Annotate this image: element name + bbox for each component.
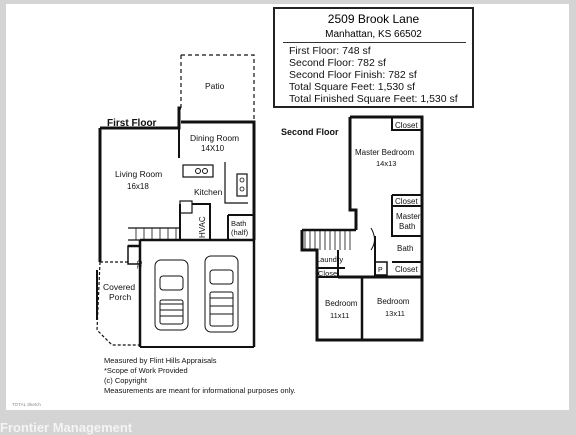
second-floor-plan (300, 115, 424, 342)
kitchen-island (182, 164, 214, 178)
master-bedroom-size: 14x13 (376, 159, 396, 168)
property-city: Manhattan, KS 66502 (325, 29, 422, 40)
stair-treads (135, 228, 177, 240)
bedroom-2-label: Bedroom (377, 297, 410, 306)
wall-south (300, 230, 424, 342)
closet-top-wall (391, 117, 422, 131)
hvac-bath-walls (179, 203, 254, 240)
first-floor-sqft: First Floor: 748 sf (289, 45, 371, 57)
closet-top-label: Closet (395, 121, 418, 130)
water-heater-icon (179, 200, 193, 214)
total-finished-sqft: Total Finished Square Feet: 1,530 sf (289, 93, 458, 105)
car-icon-2 (204, 255, 239, 333)
bath-half-label: Bath (231, 219, 246, 228)
bedroom-2-size: 13x11 (385, 309, 405, 318)
bedroom-1-size: 11x11 (330, 311, 349, 320)
kitchen-counter (224, 162, 248, 204)
measurement-notes: Measured by Flint Hills Appraisals *Scop… (104, 356, 296, 396)
garage-wall-east (140, 238, 256, 347)
master-bath-label-2: Bath (399, 222, 415, 231)
first-floor-plan (96, 54, 256, 348)
wall-north-east (181, 120, 256, 240)
master-bath-walls (391, 194, 422, 237)
note-line: Measured by Flint Hills Appraisals (104, 356, 217, 365)
closet-left-label: Closet (318, 269, 340, 278)
porch-outline (96, 261, 140, 346)
door-swing (370, 227, 375, 251)
burner-icon-2 (239, 186, 245, 192)
property-address: 2509 Brook Lane (327, 12, 420, 26)
master-bedroom-label: Master Bedroom (355, 148, 414, 157)
second-floor-finish-sqft: Second Floor Finish: 782 sf (289, 69, 417, 81)
patio-label: Patio (205, 81, 225, 91)
wall-north-west (100, 106, 181, 130)
bath-label: Bath (397, 244, 413, 253)
laundry-label: Laundry (316, 255, 343, 264)
laundry-walls (317, 250, 375, 278)
porch-label-2: Porch (109, 292, 131, 302)
linen-closet-p (374, 261, 388, 276)
patio-outline (181, 54, 255, 122)
note-line: (c) Copyright (104, 376, 147, 385)
stove-icon (236, 173, 248, 197)
second-floor-sqft: Second Floor: 782 sf (289, 57, 386, 69)
bath-half-sub: (half) (231, 228, 249, 237)
second-floor-title: Second Floor (281, 127, 339, 137)
burner-icon (239, 177, 245, 183)
closet-mid-label: Closet (395, 197, 418, 206)
first-floor-title: First Floor (107, 118, 157, 129)
linen-closet-label: P (378, 267, 383, 274)
sink-icon-2 (202, 168, 208, 174)
note-line: Measurements are meant for informational… (104, 386, 296, 395)
living-room-size: 16x18 (127, 182, 149, 191)
dining-room-size: 14X10 (201, 144, 225, 153)
closet-right-label: Closet (395, 265, 418, 274)
sink-icon (195, 168, 201, 174)
kitchen-label: Kitchen (194, 187, 223, 197)
hvac-label: HVAC (198, 216, 207, 238)
dining-room-label: Dining Room (190, 133, 239, 143)
sketch-credit: TOTAL Sketch (12, 402, 41, 407)
total-sqft: Total Square Feet: 1,530 sf (289, 81, 416, 93)
watermark-text: Frontier Management (0, 420, 133, 435)
property-info-box: 2509 Brook Lane Manhattan, KS 66502 Firs… (273, 7, 474, 108)
stair-treads-2 (304, 230, 351, 250)
bedroom-1-label: Bedroom (325, 299, 358, 308)
car-icon (154, 259, 189, 331)
porch-label: Covered (103, 282, 135, 292)
note-line: *Scope of Work Provided (104, 366, 188, 375)
master-bath-label: Master (396, 212, 421, 221)
closet-cl (127, 245, 141, 265)
closet-cl-label: CL (135, 260, 142, 269)
living-room-label: Living Room (115, 169, 162, 179)
info-divider (283, 42, 466, 43)
wall-east (338, 115, 424, 279)
wall-master-west (348, 117, 358, 230)
